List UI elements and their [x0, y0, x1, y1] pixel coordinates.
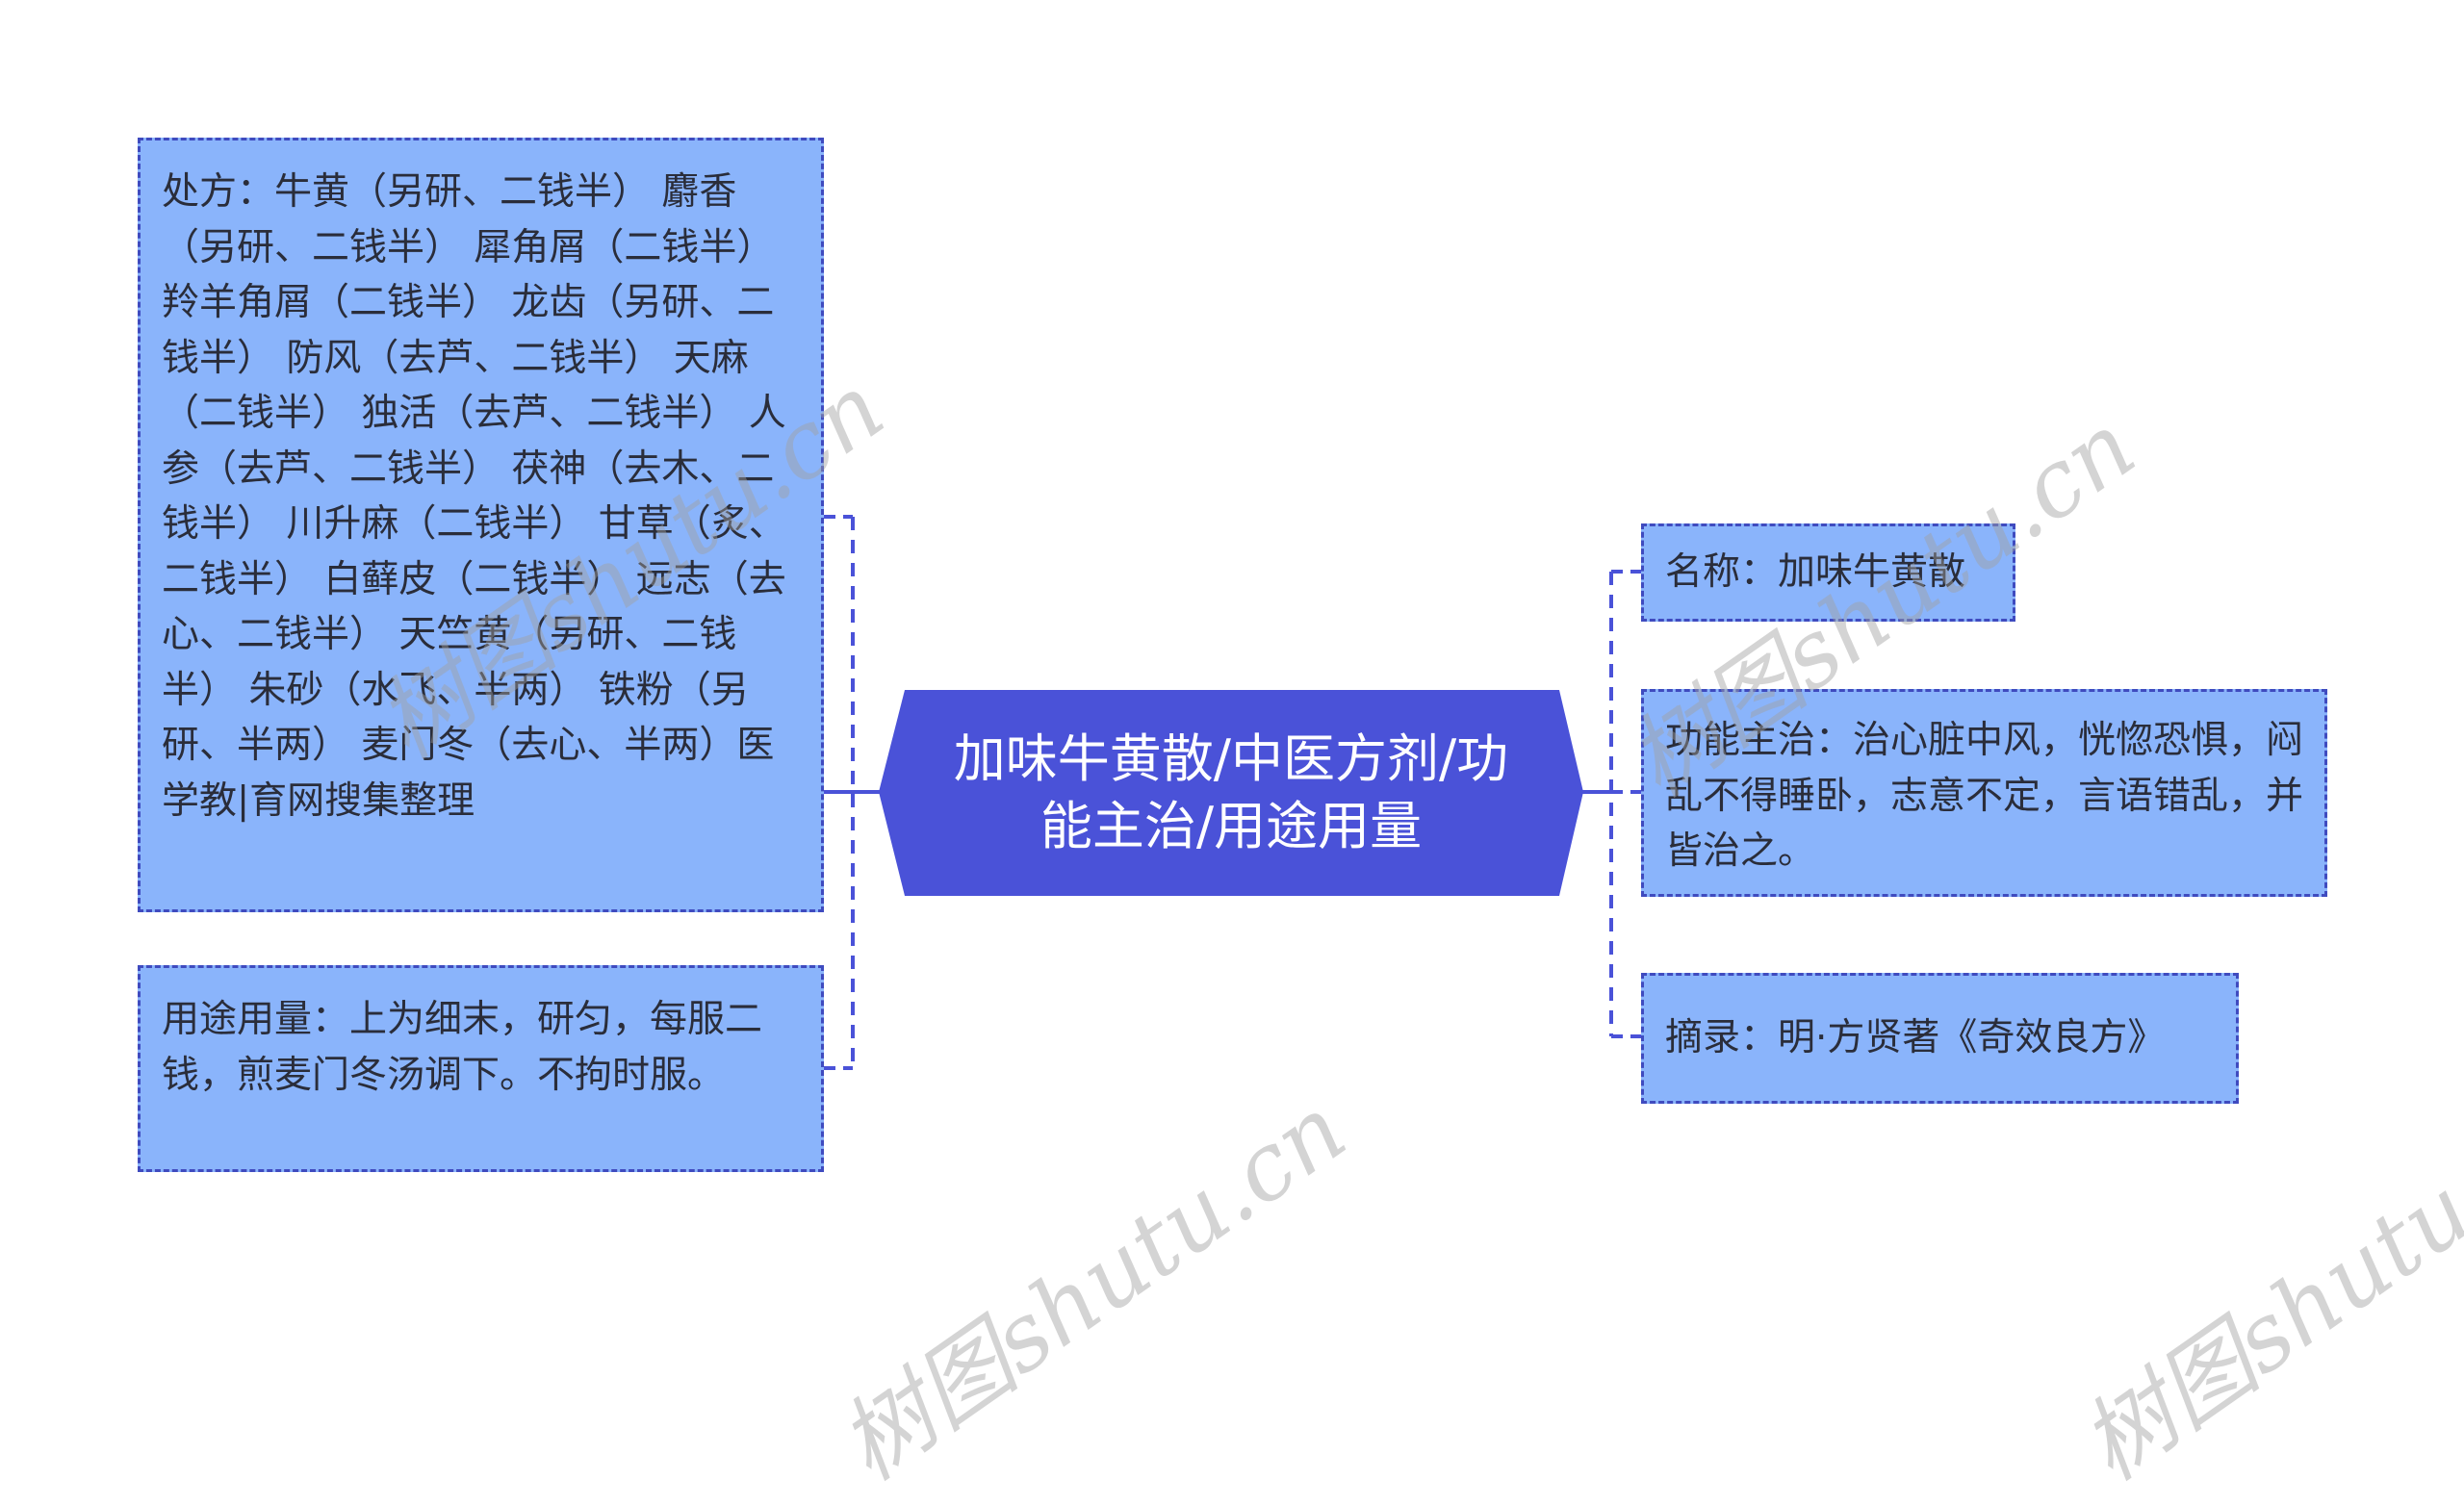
- node-prescription[interactable]: 处方：牛黄（另研、二钱半） 麝香（另研、二钱半） 犀角屑（二钱半） 羚羊角屑（二…: [138, 138, 824, 912]
- node-indications[interactable]: 功能主治：治心脏中风，恍惚恐惧，闷乱不得睡卧，志意不定，言语错乱，并皆治之。: [1641, 689, 2327, 897]
- root-node[interactable]: 加味牛黄散/中医方剂/功能主治/用途用量: [879, 690, 1583, 896]
- node-source[interactable]: 摘录：明·方贤著《奇效良方》: [1641, 973, 2239, 1104]
- root-node-label: 加味牛黄散/中医方剂/功能主治/用途用量: [953, 728, 1509, 856]
- node-name-text: 名称：加味牛黄散: [1665, 550, 1966, 594]
- node-prescription-text: 处方：牛黄（另研、二钱半） 麝香（另研、二钱半） 犀角屑（二钱半） 羚羊角屑（二…: [162, 170, 786, 823]
- connector-lines: [824, 515, 1641, 1070]
- node-usage[interactable]: 用途用量：上为细末，研匀，每服二钱，煎麦门冬汤调下。不拘时服。: [138, 965, 824, 1172]
- node-indications-text: 功能主治：治心脏中风，恍惚恐惧，闷乱不得睡卧，志意不定，言语错乱，并皆治之。: [1665, 719, 2304, 873]
- node-usage-text: 用途用量：上为细末，研匀，每服二钱，煎麦门冬汤调下。不拘时服。: [162, 998, 763, 1097]
- node-name[interactable]: 名称：加味牛黄散: [1641, 523, 2015, 622]
- node-source-text: 摘录：明·方贤著《奇效良方》: [1665, 1016, 2166, 1059]
